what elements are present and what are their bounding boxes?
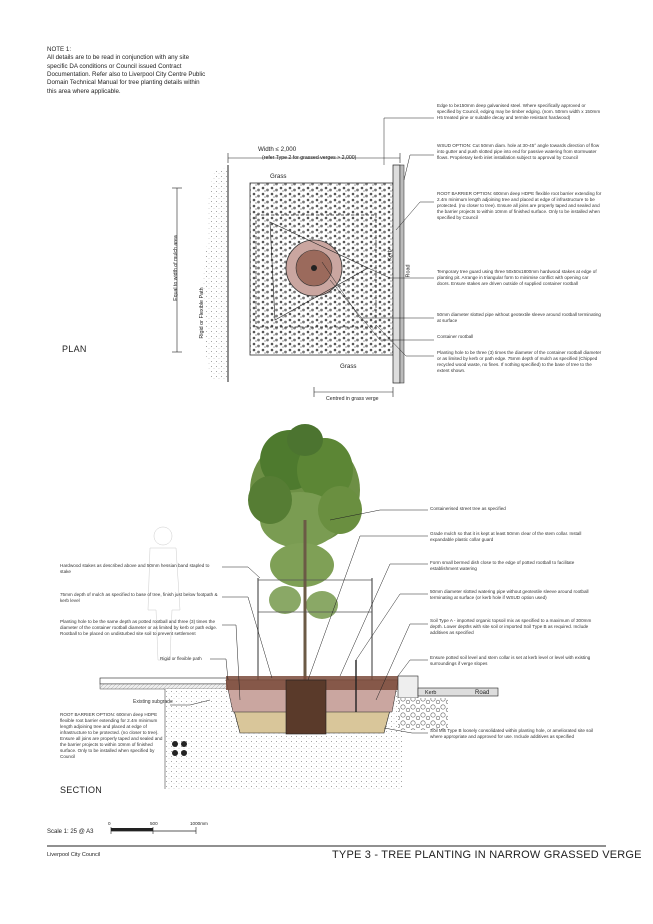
section-road-label: Road xyxy=(475,690,490,696)
section-annotation-root-barrier: ROOT BARRIER OPTION: 600mm deep HDPE fle… xyxy=(60,712,163,759)
plan-annotation-root-barrier: ROOT BARRIER OPTION: 600mm deep HDPE fle… xyxy=(437,191,602,220)
section-annotation-stakes: Hardwood stakes as described above and 5… xyxy=(60,563,210,574)
plan-grass-top: Grass xyxy=(270,173,287,180)
section-annotation-soil-b: Soil Mix Type B loosely consolidated wit… xyxy=(430,728,594,739)
section-annotation-watering-pipe: 50mm diameter slotted watering pipe with… xyxy=(430,589,589,600)
scale-tick-1000: 1000mm xyxy=(190,821,208,826)
plan-view-label: PLAN xyxy=(62,344,87,354)
plan-equal-label: Equal to width of mulch area xyxy=(173,235,179,301)
plan-annotation-slotted-pipe: 50mm diameter slotted pipe without geote… xyxy=(437,312,601,323)
section-annotation-soil-level: Ensure potted soil level and stem collar… xyxy=(430,655,591,666)
scale-bar xyxy=(110,827,197,834)
section-annotation-bermed-dish: Form small bermed dish close to the edge… xyxy=(430,560,575,571)
scale-tick-0: 0 xyxy=(108,821,111,826)
plan-annotation-planting-hole: Planting hole to be three (3) times the … xyxy=(437,350,602,373)
section-annotation-tree: Containerised street tree as specified xyxy=(430,506,506,511)
section-annotation-soil-a: Soil Type A - imported organic topsoil m… xyxy=(430,618,592,635)
tree-canopy xyxy=(248,424,362,619)
scale-label: Scale 1: 25 @ A3 xyxy=(47,829,94,835)
plan-width-label: Width ≤ 2,000 xyxy=(258,146,297,153)
scale-tick-500: 500 xyxy=(150,821,158,826)
plan-annotation-rootball: Container rootball xyxy=(437,334,474,339)
plan-annotation-wsud: WSUD OPTION: Cut 50mm diam. hole at 30-4… xyxy=(437,143,600,160)
section-rigid-path-label: Rigid or flexible path xyxy=(160,656,202,661)
plan-centred-label: Centred in grass verge xyxy=(326,396,379,402)
section-subgrade-label: Existing subgrade xyxy=(133,699,173,705)
general-note: NOTE 1: All details are to be read in co… xyxy=(47,46,207,96)
footer-council: Liverpool City Council xyxy=(47,852,101,858)
plan-drawing xyxy=(172,117,434,397)
plan-road-label: Road xyxy=(405,264,412,278)
drawing-title: TYPE 3 - TREE PLANTING IN NARROW GRASSED… xyxy=(332,849,642,861)
section-kerb-label: Kerb xyxy=(425,690,437,696)
section-annotation-mulch: 75mm depth of mulch as specified to base… xyxy=(60,592,218,603)
note-text: All details are to be read in conjunctio… xyxy=(47,54,206,95)
plan-grass-bottom: Grass xyxy=(340,363,357,370)
section-view-label: SECTION xyxy=(60,785,103,795)
note-heading: NOTE 1: xyxy=(47,46,72,53)
plan-kerb-label: Kerb xyxy=(387,249,394,261)
plan-annotation-tree-guard: Temporary tree guard using three 50x50x1… xyxy=(437,269,597,286)
plan-path-label: Rigid or Flexible Path xyxy=(199,287,205,339)
plan-annotation-edge: Edge to be150mm deep galvanised steel. W… xyxy=(437,103,601,120)
plan-width-sub: (refer Type 2 for grassed verges > 2,000… xyxy=(262,155,357,161)
section-annotation-planting-hole: Planting hole to be the same depth as po… xyxy=(60,619,218,636)
section-drawing xyxy=(99,424,499,789)
section-annotation-grade-mulch: Grade mulch so that it is kept at least … xyxy=(430,531,582,542)
